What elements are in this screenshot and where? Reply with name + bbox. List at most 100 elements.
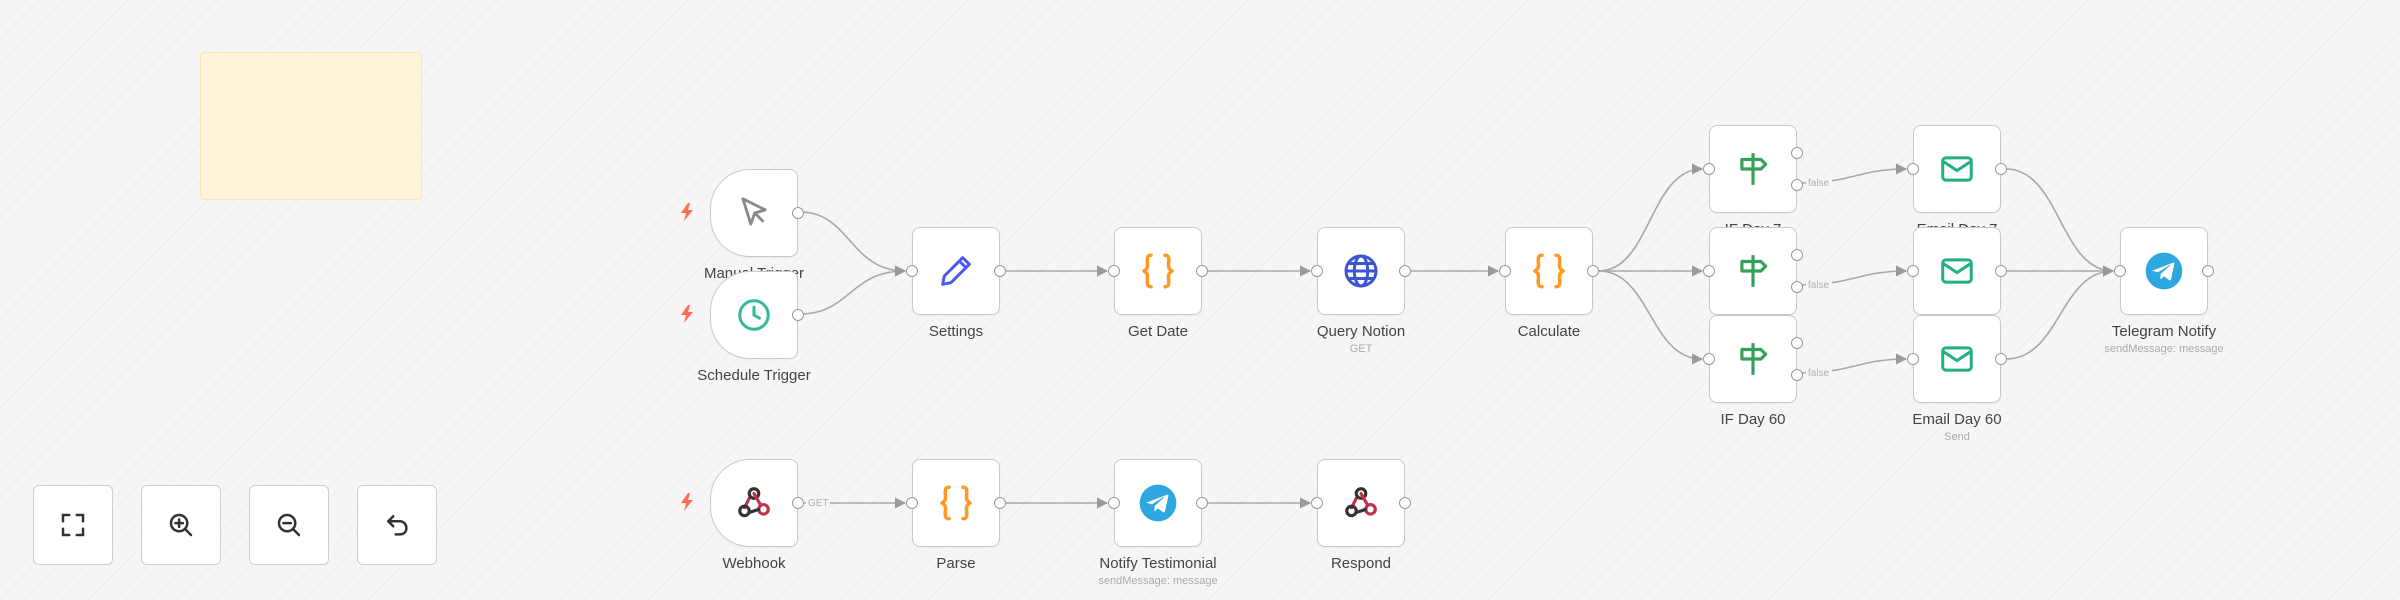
node-box[interactable] — [710, 459, 798, 547]
input-handle[interactable] — [1108, 497, 1120, 509]
output-handle[interactable] — [792, 207, 804, 219]
input-handle[interactable] — [1311, 265, 1323, 277]
node-box[interactable] — [1317, 227, 1405, 315]
mail-icon — [1941, 346, 1973, 372]
output-handle[interactable] — [994, 497, 1006, 509]
zoom-in-icon — [169, 513, 193, 537]
node-parse[interactable]: Parse — [906, 459, 1006, 572]
node-box[interactable] — [912, 459, 1000, 547]
node-box[interactable] — [2120, 227, 2208, 315]
output-handle[interactable] — [994, 265, 1006, 277]
trigger-bolt-icon — [681, 493, 693, 511]
edge-label-false: false — [1808, 178, 1830, 189]
cursor-icon — [741, 197, 767, 226]
node-manual-trigger[interactable]: Manual Trigger — [681, 169, 804, 282]
edge-label-get: GET — [808, 498, 829, 509]
input-handle[interactable] — [1703, 163, 1715, 175]
input-handle[interactable] — [2114, 265, 2126, 277]
node-box[interactable] — [1913, 227, 2001, 315]
input-handle[interactable] — [1907, 163, 1919, 175]
output-handle[interactable] — [792, 309, 804, 321]
node-telegram-notify[interactable]: Telegram Notify sendMessage: message — [2104, 227, 2224, 355]
sticky-note[interactable] — [200, 52, 422, 200]
output-handle[interactable] — [1995, 353, 2007, 365]
node-if-day-60[interactable]: IF Day 60 — [1703, 315, 1803, 428]
edge-if7-email7 — [1801, 163, 1908, 184]
undo-button[interactable] — [357, 485, 437, 565]
output-handle[interactable] — [792, 497, 804, 509]
node-box[interactable] — [1709, 227, 1797, 315]
true-output-handle[interactable] — [1791, 337, 1803, 349]
false-output-handle[interactable] — [1791, 369, 1803, 381]
node-get-date[interactable]: Get Date — [1108, 227, 1208, 340]
node-if-day-7[interactable]: IF Day 7 — [1703, 125, 1803, 238]
node-box[interactable] — [1114, 459, 1202, 547]
edge-label-false: false — [1808, 280, 1830, 291]
signpost-icon — [1740, 343, 1768, 375]
input-handle[interactable] — [1907, 353, 1919, 365]
output-handle[interactable] — [1995, 163, 2007, 175]
node-box[interactable] — [710, 169, 798, 257]
node-box[interactable] — [1913, 315, 2001, 403]
true-output-handle[interactable] — [1791, 249, 1803, 261]
node-webhook[interactable]: Webhook — [681, 459, 804, 572]
fit-view-button[interactable] — [33, 485, 113, 565]
input-handle[interactable] — [1311, 497, 1323, 509]
node-query-notion[interactable]: Query Notion GET — [1311, 227, 1411, 355]
node-box[interactable] — [1505, 227, 1593, 315]
node-email-day-7[interactable]: Email Day 7 — [1907, 125, 2007, 238]
input-handle[interactable] — [1703, 353, 1715, 365]
input-handle[interactable] — [906, 265, 918, 277]
node-subtitle: sendMessage: message — [1098, 575, 1218, 587]
webhook-icon — [738, 487, 770, 518]
node-email-day-60[interactable]: Email Day 60 Send — [1907, 315, 2007, 443]
input-handle[interactable] — [1703, 265, 1715, 277]
true-output-handle[interactable] — [1791, 147, 1803, 159]
node-label: Respond — [1330, 555, 1392, 572]
edge-calculate-if60 — [1598, 270, 1704, 365]
output-handle[interactable] — [1995, 265, 2007, 277]
node-box[interactable] — [912, 227, 1000, 315]
node-box[interactable] — [1114, 227, 1202, 315]
node-label: Schedule Trigger — [697, 367, 811, 384]
node-box[interactable] — [710, 271, 798, 359]
code-braces-icon — [1142, 253, 1174, 289]
false-output-handle[interactable] — [1791, 179, 1803, 191]
output-handle[interactable] — [1587, 265, 1599, 277]
node-respond[interactable]: Respond — [1311, 459, 1411, 572]
node-box[interactable] — [1709, 315, 1797, 403]
node-label: Get Date — [1127, 323, 1189, 340]
node-schedule-trigger[interactable]: Schedule Trigger — [681, 271, 811, 384]
code-braces-icon — [940, 485, 972, 521]
node-settings[interactable]: Settings — [906, 227, 1006, 340]
output-handle[interactable] — [1399, 265, 1411, 277]
node-label: Parse — [936, 555, 976, 572]
edge-if60-email60 — [1801, 353, 1908, 374]
output-handle[interactable] — [2202, 265, 2214, 277]
input-handle[interactable] — [1499, 265, 1511, 277]
node-calculate[interactable]: Calculate — [1499, 227, 1599, 340]
output-handle[interactable] — [1196, 265, 1208, 277]
input-handle[interactable] — [1907, 265, 1919, 277]
output-handle[interactable] — [1399, 497, 1411, 509]
input-handle[interactable] — [1108, 265, 1120, 277]
node-box[interactable] — [1317, 459, 1405, 547]
mail-icon — [1941, 156, 1973, 182]
globe-icon — [1344, 254, 1378, 288]
trigger-bolt-icon — [681, 305, 693, 323]
zoom-in-button[interactable] — [141, 485, 221, 565]
node-notify-testimonial[interactable]: Notify Testimonial sendMessage: message — [1098, 459, 1218, 587]
output-handle[interactable] — [1196, 497, 1208, 509]
zoom-out-button[interactable] — [249, 485, 329, 565]
node-email-day-30[interactable] — [1907, 227, 2007, 315]
node-box[interactable] — [1913, 125, 2001, 213]
node-if-day-30[interactable] — [1703, 227, 1803, 315]
input-handle[interactable] — [906, 497, 918, 509]
telegram-icon — [2145, 252, 2183, 290]
signpost-icon — [1740, 255, 1768, 287]
node-subtitle: Send — [1944, 431, 1970, 443]
node-box[interactable] — [1709, 125, 1797, 213]
node-subtitle: GET — [1349, 343, 1373, 355]
false-output-handle[interactable] — [1791, 281, 1803, 293]
fit-view-icon — [61, 513, 85, 537]
